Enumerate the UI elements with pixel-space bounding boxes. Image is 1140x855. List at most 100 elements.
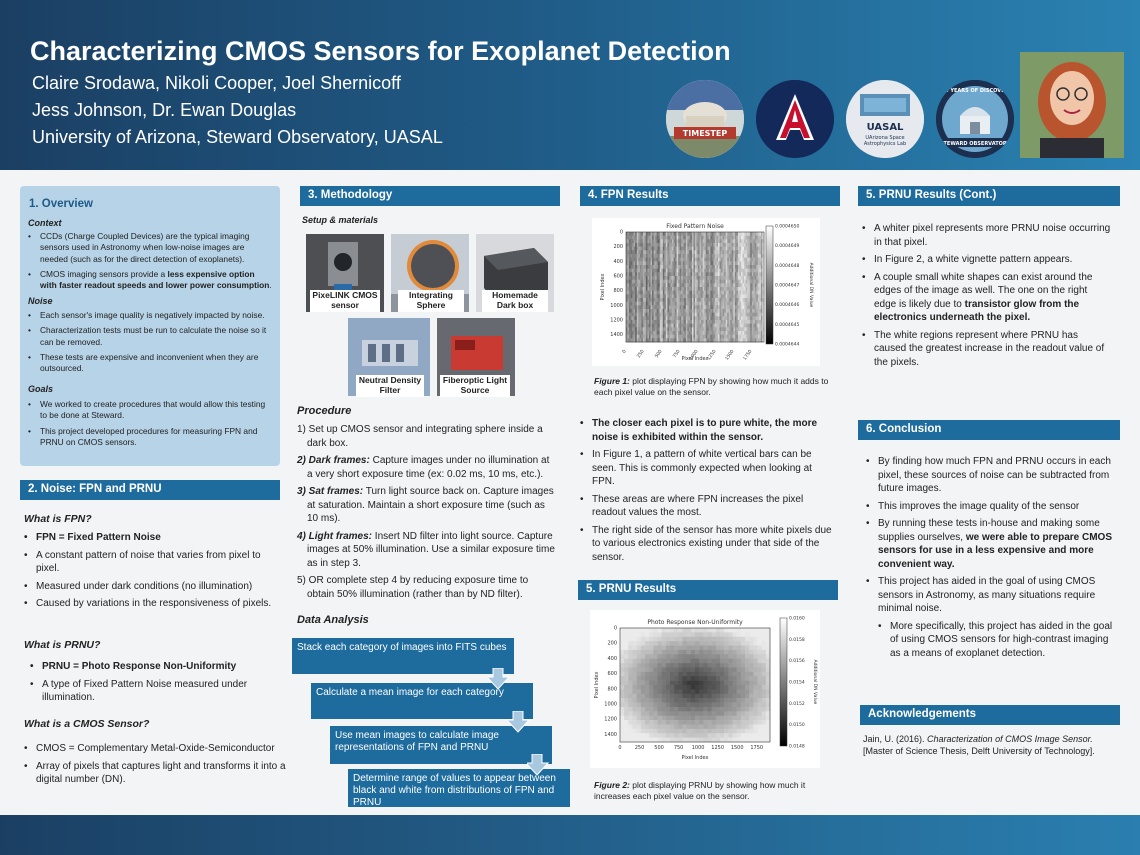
heatmap-cell [655,250,657,255]
heatmap-cell [667,239,670,244]
heatmap-cell [701,268,703,273]
heatmap-cell [626,257,628,262]
heatmap-cell [701,254,703,258]
heatmap-cell [656,279,659,284]
heatmap-cell [724,320,726,324]
heatmap-cell [753,728,758,734]
heatmap-cell [699,641,704,646]
heatmap-cell [661,243,664,247]
heatmap-cell [667,246,670,251]
heatmap-cell [695,658,700,664]
heatmap-cell [630,283,633,288]
heatmap-cell [693,305,696,310]
heatmap-cell [705,338,708,343]
heatmap-cell [737,265,740,269]
heatmap-cell [664,283,667,288]
heatmap-cell [664,250,667,255]
heatmap-cell [722,246,725,251]
heatmap-cell [757,246,760,251]
heatmap-cell [679,268,682,273]
heatmap-cell [678,720,683,725]
heatmap-cell [673,246,676,251]
heatmap-cell [756,279,759,284]
heatmap-cell [736,305,739,310]
heatmap-cell [670,294,673,299]
heatmap-cell [676,294,679,299]
heatmap-cell [715,663,721,668]
heatmap-cell [659,338,662,343]
heatmap-cell [658,261,661,266]
heatmap-cell [708,287,711,291]
heatmap-cell [655,268,657,273]
heatmap-cell [734,294,737,299]
heatmap-cell [745,737,750,743]
heatmap-cell [757,276,760,280]
context-bullet-1: CCDs (Charge Coupled Devices) are the ty… [28,231,273,265]
heatmap-cell [745,294,748,299]
heatmap-cell [756,272,759,277]
heatmap-cell [721,290,723,295]
heatmap-cell [678,706,683,712]
heatmap-cell [644,338,647,343]
heatmap-cell [748,279,751,284]
heatmap-cell [644,279,647,284]
heatmap-cell [749,649,754,655]
heatmap-cell [633,301,636,306]
heatmap-cell [673,316,676,321]
heatmap-cell [724,733,729,738]
heatmap-cell [721,338,723,343]
heatmap-cell [681,254,684,258]
heatmap-cell [656,320,659,324]
heatmap-cell [737,287,740,291]
heatmap-cell [684,320,687,324]
heatmap-cell [652,250,654,255]
heatmap-cell [664,276,667,280]
heatmap-cell [753,316,756,321]
heatmap-cell [665,301,668,306]
heatmap-cell [741,287,743,291]
heatmap-cell [676,243,679,247]
heatmap-cell [708,246,711,251]
flow-step-3: Use mean images to calculate image repre… [330,726,552,764]
heatmap-cell [682,632,687,638]
heatmap-cell [710,290,713,295]
heatmap-cell [624,689,629,695]
heatmap-cell [642,298,645,302]
heatmap-cell [699,706,704,712]
heatmap-cell [628,685,633,690]
heatmap-cell [664,338,667,343]
heatmap-cell [679,323,682,328]
heatmap-cell [753,715,758,721]
heatmap-cell [722,338,725,343]
heatmap-cell [673,338,676,343]
heatmap-cell [757,711,762,716]
heatmap-cell [741,254,743,258]
heatmap-cell [665,298,668,302]
heatmap-cell [639,331,642,335]
heatmap-cell [657,628,662,633]
heatmap-cell [757,312,760,317]
heatmap-cell [641,334,644,339]
heatmap-cell [745,667,750,673]
prnu-cont-bullet-3: A couple small white shapes can exist ar… [862,271,1112,325]
heatmap-cell [701,272,703,277]
x-tick-label: 250 [636,349,646,360]
heatmap-cell [699,257,702,262]
heatmap-cell [728,338,731,343]
heatmap-cell [707,265,710,269]
heatmap-cell [649,632,654,638]
heatmap-cell [635,239,638,244]
heatmap-cell [667,235,670,240]
heatmap-cell [638,243,641,247]
heatmap-cell [728,711,733,716]
heatmap-cell [649,283,651,288]
heatmap-cell [665,243,668,247]
heatmap-cell [724,334,726,339]
heatmap-cell [684,232,687,236]
heatmap-cell [702,272,705,277]
heatmap-cell [672,265,674,269]
heatmap-cell [655,243,657,247]
heatmap-cell [716,235,719,240]
heatmap-cell [681,239,684,244]
heatmap-cell [728,257,731,262]
